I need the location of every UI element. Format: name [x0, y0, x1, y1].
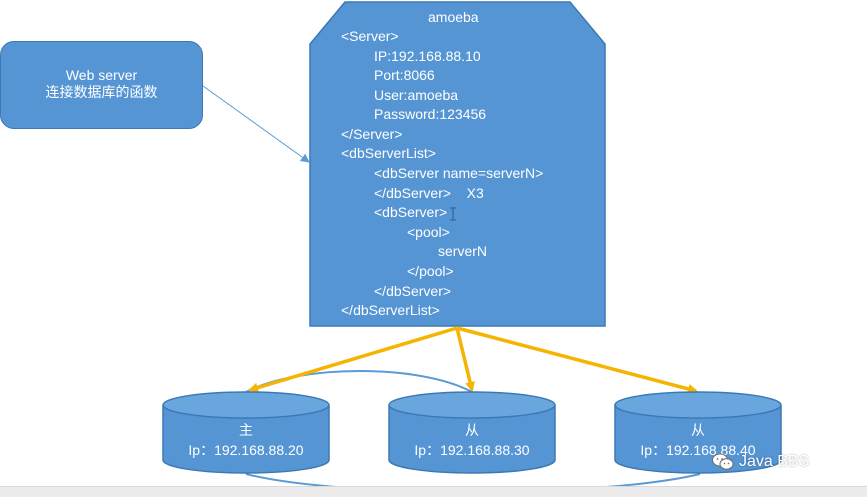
amoeba-title: amoeba [428, 9, 479, 25]
web-server-subtitle: 连接数据库的函数 [45, 84, 158, 100]
dbserverlist-open-tag: <dbServerList> [341, 145, 436, 161]
db-slave-1-ip: Ip：192.168.88.30 [414, 442, 530, 458]
db-slave-1-label: 从 Ip：192.168.88.30 [387, 420, 557, 460]
web-server-title: Web server [65, 67, 138, 83]
db-slave-1-role: 从 [465, 422, 479, 438]
bottom-scroll-strip [0, 486, 867, 497]
dbserver-name-tag: <dbServer name=serverN> [374, 165, 544, 181]
dbserver-close-tag: </dbServer> [374, 283, 452, 299]
arrow-to-master [248, 326, 458, 393]
db-slave-1-cylinder [388, 391, 556, 474]
server-close-tag: </Server> [341, 126, 403, 142]
server-port: Port:8066 [374, 67, 435, 83]
pool-open-tag: <pool> [407, 224, 450, 240]
dbserver-open-tag: <dbServer> [374, 204, 448, 220]
pool-server-name: serverN [438, 243, 488, 259]
db-slave-2-cylinder [614, 391, 782, 474]
server-ip: IP:192.168.88.10 [374, 48, 481, 64]
watermark: Java BBS [712, 451, 809, 473]
db-master-role: 主 [239, 422, 253, 438]
arrow-to-slave-2 [456, 326, 698, 394]
web-server-box: Web server 连接数据库的函数 [0, 41, 203, 129]
text-cursor-icon [450, 207, 456, 221]
arrow-to-slave-1 [455, 327, 475, 392]
wechat-icon [712, 453, 734, 470]
dbserver-close-x3: </dbServer> X3 [374, 185, 484, 201]
db-master-cylinder [162, 391, 330, 474]
server-open-tag: <Server> [341, 28, 399, 44]
pool-close-tag: </pool> [407, 263, 454, 279]
webserver-to-amoeba-connector [202, 85, 310, 163]
amoeba-shape [309, 1, 606, 327]
db-slave-2-role: 从 [691, 422, 705, 438]
watermark-text: Java BBS [739, 453, 810, 470]
dbserverlist-close-tag: </dbServerList> [341, 302, 440, 318]
db-slave-2-label: 从 Ip：192.168.88.40 [613, 420, 783, 460]
db-slave-2-ip: Ip：192.168.88.40 [640, 442, 756, 458]
server-user: User:amoeba [374, 87, 459, 103]
db-master-label: 主 Ip：192.168.88.20 [161, 420, 331, 460]
server-password: Password:123456 [374, 106, 487, 122]
db-master-ip: Ip：192.168.88.20 [188, 442, 304, 458]
